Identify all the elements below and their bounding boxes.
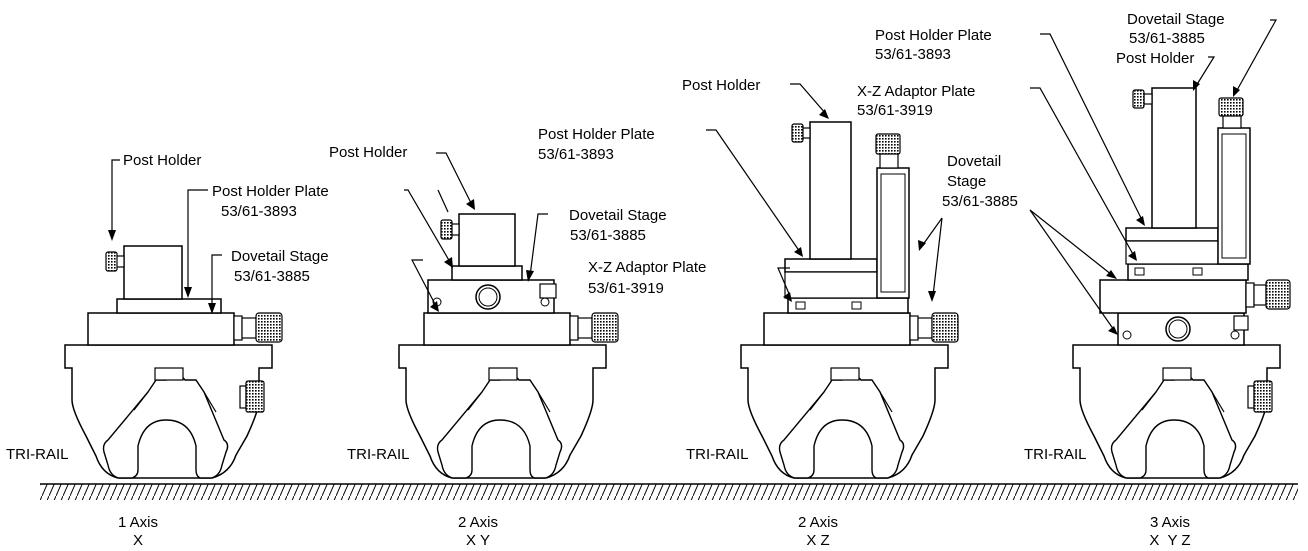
label-dovetail: Dovetail bbox=[947, 153, 1001, 170]
tri-rail-label: TRI-RAIL bbox=[6, 446, 69, 463]
config-3-assembly bbox=[740, 121, 959, 479]
post-holder bbox=[440, 213, 516, 267]
dovetail-stage-horizontal bbox=[1099, 279, 1291, 314]
dovetail-stage-vertical bbox=[1217, 97, 1251, 265]
dovetail-stage-lower bbox=[423, 312, 619, 346]
config-2-labels: Post Holder Dovetail Stage 53/61-3885 bbox=[329, 144, 667, 244]
label-dovetail-stage: Dovetail Stage bbox=[1127, 11, 1225, 28]
xz-adaptor-plate bbox=[1127, 263, 1249, 281]
caption-axes: 3 Axis bbox=[1150, 514, 1190, 531]
label-dovetail-stage: Dovetail Stage bbox=[569, 207, 667, 224]
dovetail-stage-upper bbox=[427, 279, 557, 314]
config-3-labels: Post Holder Post Holder Plate 53/61-3893… bbox=[538, 77, 1018, 297]
post-holder-plate bbox=[116, 298, 222, 314]
base-labels: TRI-RAIL TRI-RAIL TRI-RAIL TRI-RAIL bbox=[6, 446, 1087, 463]
post-holder-plate bbox=[451, 265, 523, 281]
label-post-holder: Post Holder bbox=[682, 77, 760, 94]
label-post-holder-plate: Post Holder Plate bbox=[212, 183, 329, 200]
label-post-holder: Post Holder bbox=[1116, 50, 1194, 67]
config-2-assembly bbox=[398, 213, 619, 479]
caption-directions: X Y bbox=[466, 532, 490, 549]
caption-axes: 2 Axis bbox=[458, 514, 498, 531]
label-post-holder-plate-part: 53/61-3893 bbox=[875, 46, 951, 63]
tri-rail-label: TRI-RAIL bbox=[1024, 446, 1087, 463]
dovetail-stage-lower bbox=[1117, 312, 1249, 346]
tri-rail-carrier bbox=[1072, 344, 1281, 479]
label-post-holder-plate-part: 53/61-3893 bbox=[221, 203, 297, 220]
label-stage: Stage bbox=[947, 173, 986, 190]
tri-rail-carrier bbox=[398, 344, 607, 479]
caption-axes: 1 Axis bbox=[118, 514, 158, 531]
label-xz-adaptor-plate: X-Z Adaptor Plate bbox=[588, 259, 706, 276]
caption-axes: 2 Axis bbox=[798, 514, 838, 531]
captions: 1 Axis X 2 Axis X Y 2 Axis X Z 3 Axis X … bbox=[118, 514, 1191, 549]
tri-rail-carrier bbox=[64, 344, 273, 479]
tri-rail-label: TRI-RAIL bbox=[347, 446, 410, 463]
label-post-holder-plate: Post Holder Plate bbox=[538, 126, 655, 143]
post-holder-plate bbox=[784, 258, 878, 273]
label-post-holder: Post Holder bbox=[123, 152, 201, 169]
label-xz-adaptor-plate: X-Z Adaptor Plate bbox=[857, 83, 975, 100]
caption-directions: X bbox=[133, 532, 143, 549]
label-post-holder: Post Holder bbox=[329, 144, 407, 161]
label-dovetail-stage-part: 53/61-3885 bbox=[570, 227, 646, 244]
config-1-assembly bbox=[64, 245, 283, 479]
config-4-assembly bbox=[1072, 87, 1291, 479]
label-dovetail-stage-part: 53/61-3885 bbox=[234, 268, 310, 285]
leader-lines bbox=[111, 19, 1278, 331]
dovetail-stage bbox=[87, 312, 283, 346]
label-dovetail-stage-part: 53/61-3885 bbox=[942, 193, 1018, 210]
xz-adaptor-plate bbox=[787, 297, 909, 314]
label-xz-adaptor-plate-part: 53/61-3919 bbox=[588, 280, 664, 297]
ground bbox=[40, 483, 1298, 500]
label-dovetail-stage: Dovetail Stage bbox=[231, 248, 329, 265]
label-post-holder-plate-part: 53/61-3893 bbox=[538, 146, 614, 163]
post-holder-plate bbox=[1125, 227, 1219, 242]
caption-directions: X Z bbox=[806, 532, 829, 549]
post-holder bbox=[105, 245, 183, 300]
label-dovetail-stage-part: 53/61-3885 bbox=[1129, 30, 1205, 47]
tri-rail-carrier bbox=[740, 344, 949, 479]
leader-arrowheads bbox=[108, 80, 1240, 335]
dovetail-stage-horizontal bbox=[763, 312, 959, 346]
post-holder bbox=[784, 121, 878, 299]
label-xz-adaptor-plate-part: 53/61-3919 bbox=[857, 102, 933, 119]
config-1-labels: Post Holder Post Holder Plate 53/61-3893… bbox=[123, 152, 329, 285]
dovetail-stage-vertical bbox=[875, 133, 910, 299]
label-post-holder-plate: Post Holder Plate bbox=[875, 27, 992, 44]
post-holder bbox=[1125, 87, 1219, 265]
caption-directions: X Y Z bbox=[1149, 532, 1190, 549]
tri-rail-label: TRI-RAIL bbox=[686, 446, 749, 463]
config-4-labels: Post Holder Plate 53/61-3893 Dovetail St… bbox=[857, 11, 1225, 119]
